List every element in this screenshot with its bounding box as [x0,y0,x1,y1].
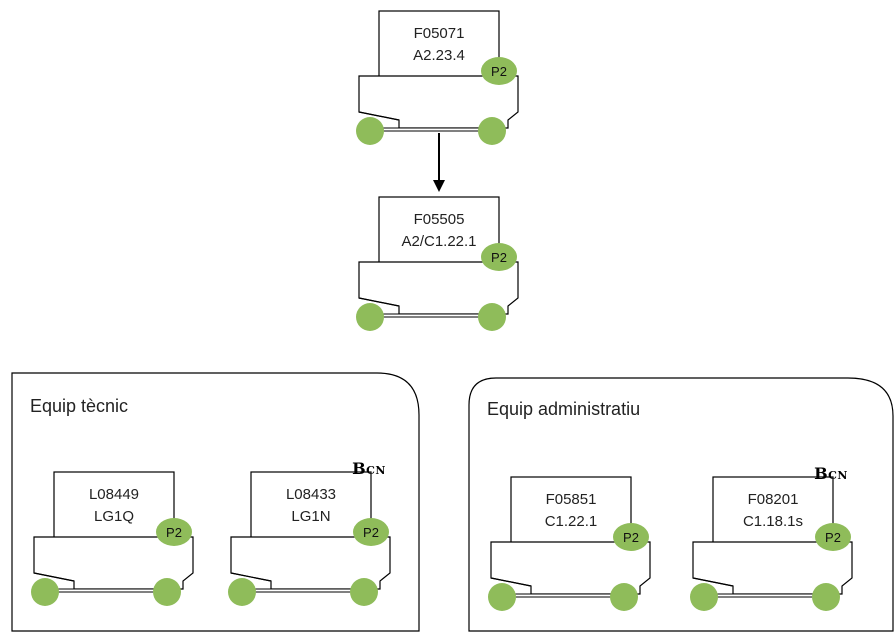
priority-badge-label: P2 [166,525,182,540]
node-id: F08201 [748,491,799,508]
group-equip-tecnic: Equip tècnic [11,372,420,632]
node-scroll-fold [692,577,734,587]
node-code: A2.23.4 [413,47,465,64]
wheel-left [488,583,516,611]
priority-badge [156,518,192,546]
wheel-right [478,303,506,331]
node-scroll-fold [490,577,532,587]
group-box [11,372,420,632]
node-f08201[interactable]: F08201 C1.18.1s P2 Bcn [690,464,853,611]
node-scroll-fold [358,297,400,307]
node-page [250,471,372,548]
node-id: F05071 [414,25,465,42]
wheel-right [478,117,506,145]
node-scroll-fold [230,572,272,582]
group-box [468,377,894,632]
group-label: Equip administratiu [487,399,640,419]
priority-badge-label: P2 [623,530,639,545]
priority-badge [353,518,389,546]
node-f05851[interactable]: F05851 C1.22.1 P2 [488,476,651,611]
node-code: C1.22.1 [545,513,598,530]
wheel-right [610,583,638,611]
location-tag: Bcn [352,459,386,478]
group-equip-administratiu: Equip administratiu [468,377,894,632]
node-page [712,476,834,553]
wheel-left [356,117,384,145]
priority-badge [613,523,649,551]
location-tag: Bcn [814,464,848,483]
node-scroll-fold [358,111,400,121]
priority-badge [481,57,517,85]
node-code: LG1Q [94,508,134,525]
node-page [510,476,632,553]
priority-badge [481,243,517,271]
wheel-left [31,578,59,606]
priority-badge [815,523,851,551]
node-scroll-fold [33,572,75,582]
node-l08433[interactable]: L08433 LG1N P2 Bcn [228,459,391,606]
priority-badge-label: P2 [491,250,507,265]
wheel-left [690,583,718,611]
node-id: F05851 [546,491,597,508]
node-f05071[interactable]: F05071 A2.23.4 P2 [356,10,519,145]
node-page [53,471,175,548]
node-f05505[interactable]: F05505 A2/C1.22.1 P2 [356,196,519,331]
node-code: A2/C1.22.1 [401,233,476,250]
node-code: C1.18.1s [743,513,803,530]
priority-badge-label: P2 [491,64,507,79]
node-id: L08433 [286,486,336,503]
priority-badge-label: P2 [825,530,841,545]
node-id: F05505 [414,211,465,228]
group-label: Equip tècnic [30,396,128,416]
wheel-left [228,578,256,606]
wheel-right [153,578,181,606]
wheel-right [812,583,840,611]
node-code: LG1N [291,508,330,525]
node-id: L08449 [89,486,139,503]
priority-badge-label: P2 [363,525,379,540]
wheel-left [356,303,384,331]
node-l08449[interactable]: L08449 LG1Q P2 [31,471,194,606]
wheel-right [350,578,378,606]
node-page [378,10,500,87]
